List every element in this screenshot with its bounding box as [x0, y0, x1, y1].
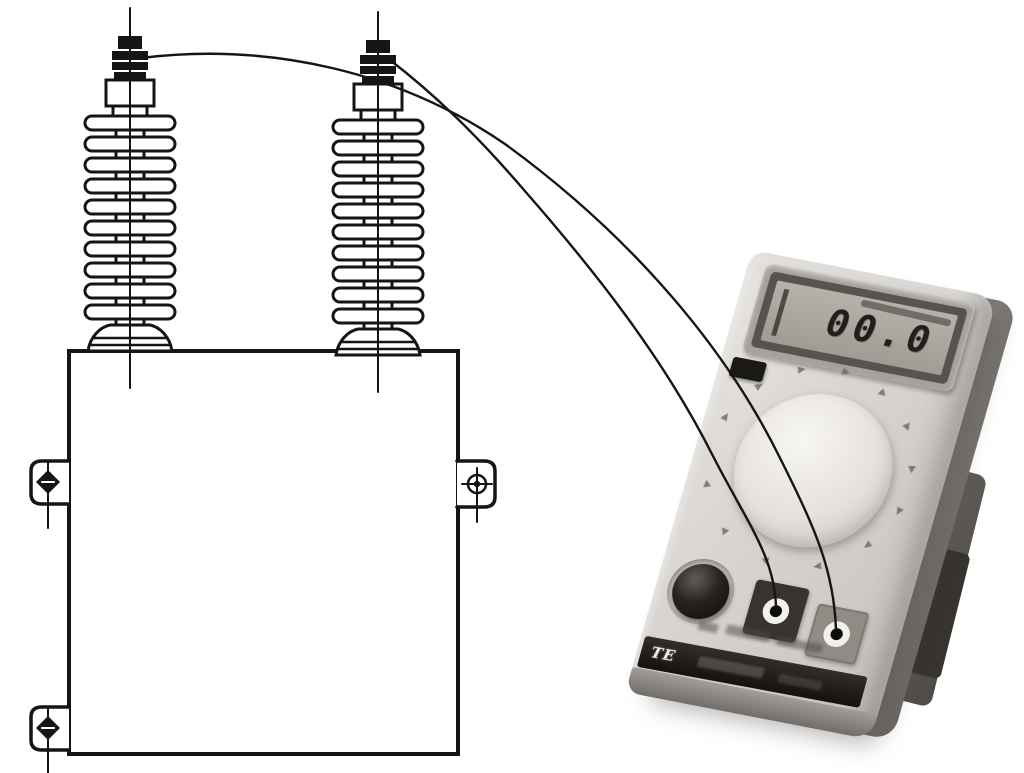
- bushing-insulator: [83, 7, 177, 389]
- bushing-insulator-right: [331, 10, 425, 394]
- mounting-bracket-left: [29, 459, 71, 529]
- bolt-hole-icon: [466, 473, 488, 495]
- brand-logo: TE: [648, 643, 678, 666]
- dial-tick-icon: ▸: [897, 420, 918, 435]
- dial-tick-icon: ▸: [713, 522, 734, 540]
- mounting-bracket-right: [455, 459, 497, 523]
- dial-tick-icon: ▸: [903, 466, 923, 474]
- bolt-hole-icon: [36, 470, 60, 494]
- dial-tick-icon: ▸: [839, 362, 854, 382]
- capacitor-tank: [67, 349, 460, 756]
- dial-tick-icon: ▸: [797, 359, 807, 379]
- dial-tick-icon: ▸: [859, 536, 877, 556]
- model-text-blur: [777, 673, 823, 691]
- dial-tick-icon: ▸: [696, 478, 716, 489]
- dial-tick-icon: ▸: [756, 551, 772, 572]
- dial-tick-icon: ▸: [874, 383, 894, 402]
- mounting-bracket-bottom-left: [29, 705, 71, 773]
- dial-tick-icon: ▸: [889, 505, 909, 520]
- jack-hole-icon: [759, 596, 793, 627]
- dial-tick-icon: ▸: [750, 375, 767, 395]
- dial-tick-icon: ▸: [715, 408, 735, 424]
- model-text-blur: [696, 655, 765, 679]
- dial-tick-icon: ▸: [812, 557, 822, 577]
- jack-hole-icon: [820, 619, 854, 650]
